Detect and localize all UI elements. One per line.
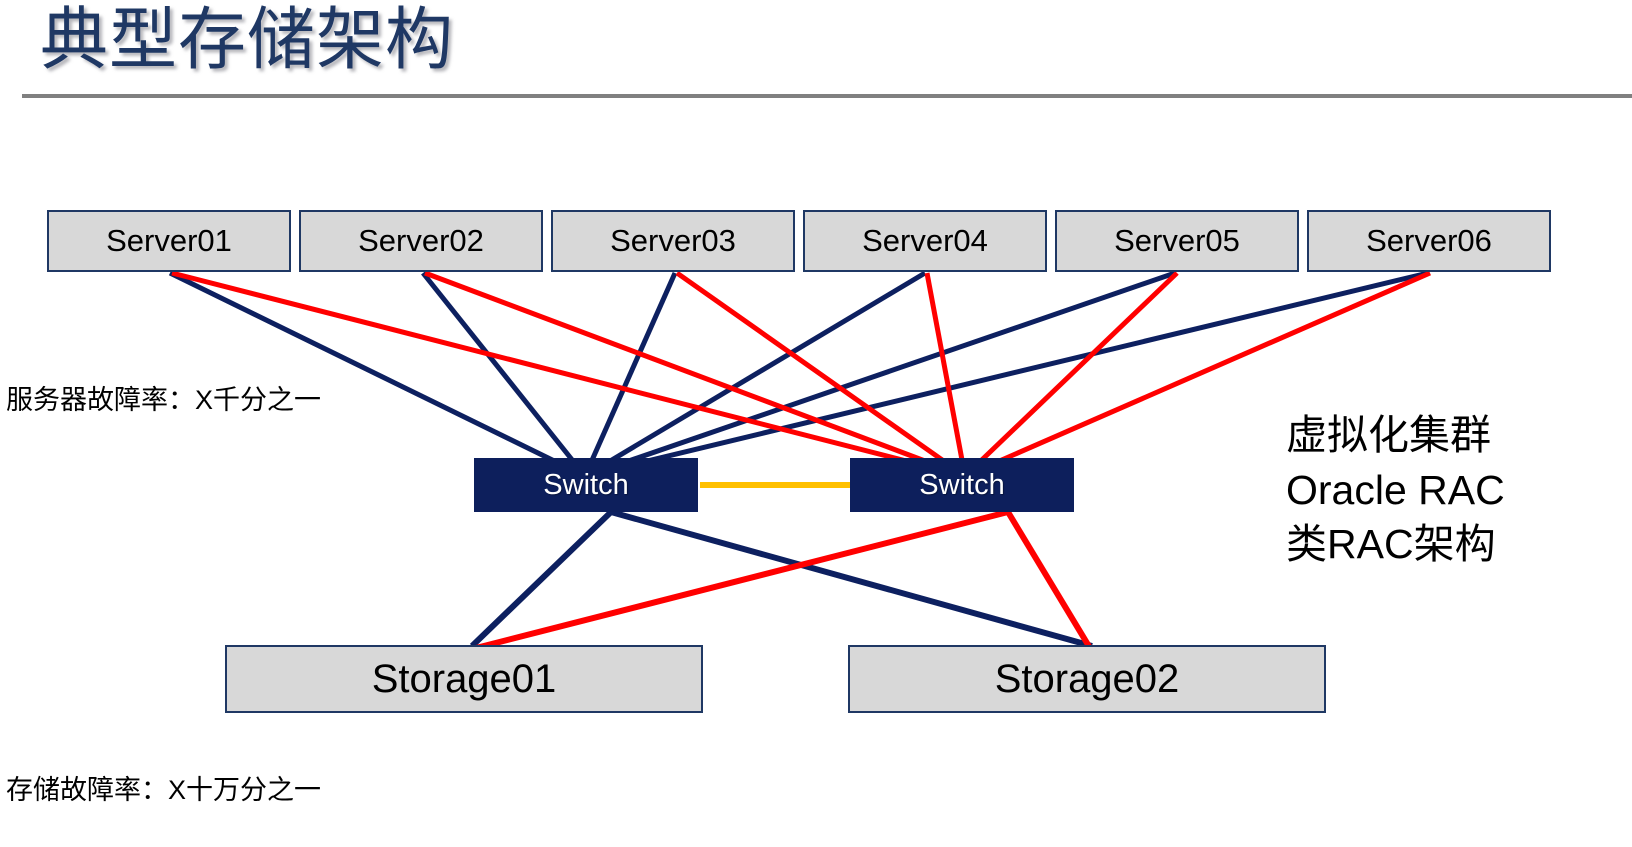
link-server02-switch01 bbox=[421, 271, 587, 478]
link-switch01-storage02 bbox=[610, 509, 1093, 649]
server-label: Server04 bbox=[862, 223, 988, 258]
server-box-5[interactable]: Server05 bbox=[1055, 210, 1299, 272]
server-label: Server06 bbox=[1366, 223, 1492, 258]
cluster-note-line-3: 类RAC架构 bbox=[1286, 521, 1496, 568]
switch-box-1[interactable]: Switch bbox=[474, 458, 698, 512]
link-server06-switch02 bbox=[963, 270, 1432, 479]
link-server05-switch02 bbox=[963, 271, 1179, 478]
server-label: Server05 bbox=[1114, 223, 1240, 258]
link-server04-switch02 bbox=[924, 272, 968, 477]
link-server03-switch01 bbox=[582, 271, 678, 478]
link-switch02-storage02 bbox=[1005, 510, 1093, 650]
server-box-4[interactable]: Server04 bbox=[803, 210, 1047, 272]
server-label: Server03 bbox=[610, 223, 736, 258]
page-title: 典型存储架构 bbox=[40, 2, 455, 78]
server-box-1[interactable]: Server01 bbox=[47, 210, 291, 272]
server-box-2[interactable]: Server02 bbox=[299, 210, 543, 272]
link-server04-switch01 bbox=[583, 270, 927, 479]
link-switch02-storage01 bbox=[475, 509, 1009, 651]
storage-box-2[interactable]: Storage02 bbox=[848, 645, 1326, 713]
switch-box-2[interactable]: Switch bbox=[850, 458, 1074, 512]
link-switch01-storage01 bbox=[469, 509, 614, 649]
server-box-6[interactable]: Server06 bbox=[1307, 210, 1551, 272]
storage-box-1[interactable]: Storage01 bbox=[225, 645, 703, 713]
server-to-switch02-links bbox=[171, 270, 1432, 479]
server-label: Server02 bbox=[358, 223, 484, 258]
switch-label: Switch bbox=[543, 468, 629, 501]
cluster-note-line-2: Oracle RAC bbox=[1286, 466, 1505, 513]
link-server03-switch02 bbox=[675, 270, 967, 479]
server-label: Server01 bbox=[106, 223, 232, 258]
switch-label: Switch bbox=[919, 468, 1005, 501]
storage-label: Storage01 bbox=[371, 656, 557, 701]
link-server06-switch01 bbox=[584, 270, 1429, 479]
switch-to-storage-links bbox=[469, 509, 1093, 651]
storage-failure-rate-note: 存储故障率：X十万分之一 bbox=[6, 775, 322, 805]
server-to-switch01-links bbox=[168, 270, 1429, 479]
title-divider bbox=[22, 94, 1632, 98]
storage-label: Storage02 bbox=[994, 656, 1180, 701]
link-server01-switch01 bbox=[168, 270, 587, 479]
cluster-note-line-1: 虚拟化集群 bbox=[1286, 412, 1491, 458]
link-server01-switch02 bbox=[171, 270, 966, 479]
cluster-note: 虚拟化集群 Oracle RAC 类RAC架构 bbox=[1286, 408, 1505, 572]
link-server05-switch01 bbox=[584, 270, 1176, 479]
link-server02-switch02 bbox=[424, 270, 966, 479]
server-failure-rate-note: 服务器故障率：X千分之一 bbox=[6, 385, 322, 415]
server-box-3[interactable]: Server03 bbox=[551, 210, 795, 272]
